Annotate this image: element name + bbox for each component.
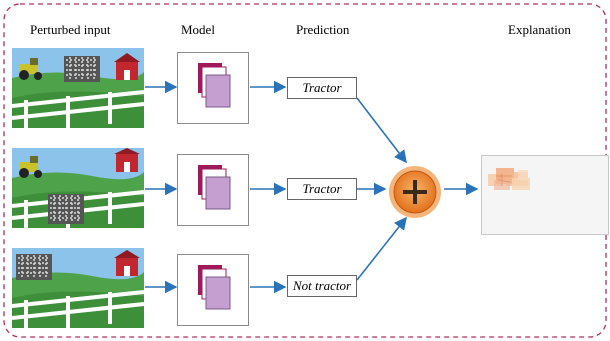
fence-icon [12,290,144,328]
perturbed-input-image-2 [12,148,144,228]
model-icon [198,165,231,210]
fence-icon [12,90,144,128]
prediction-box-3: Not tractor [287,275,357,297]
prediction-box-1: Tractor [287,77,357,99]
aggregate-plus-icon [388,165,442,219]
model-box-2 [177,154,249,226]
header-explanation: Explanation [508,22,571,37]
explanation-image [481,155,609,235]
barn-icon [114,250,140,276]
tractor-icon [19,156,42,178]
outer-dashed-frame [3,3,607,338]
barn-icon [114,53,140,80]
perturbed-input-image-3 [12,248,144,328]
model-box-1 [177,52,249,124]
header-perturbed-input: Perturbed input [30,22,111,37]
barn-icon [114,148,140,172]
explanation-heatmap [488,168,530,190]
model-icon [198,63,231,108]
tractor-icon [19,58,42,80]
prediction-box-2: Tractor [287,178,357,200]
perturbed-input-image-1 [12,48,144,128]
header-prediction: Prediction [296,22,350,37]
arrow-pred-plus-3 [356,216,407,281]
header-model: Model [181,22,215,37]
model-box-3 [177,254,249,326]
model-icon [198,265,231,310]
arrow-pred-plus-1 [356,97,407,164]
